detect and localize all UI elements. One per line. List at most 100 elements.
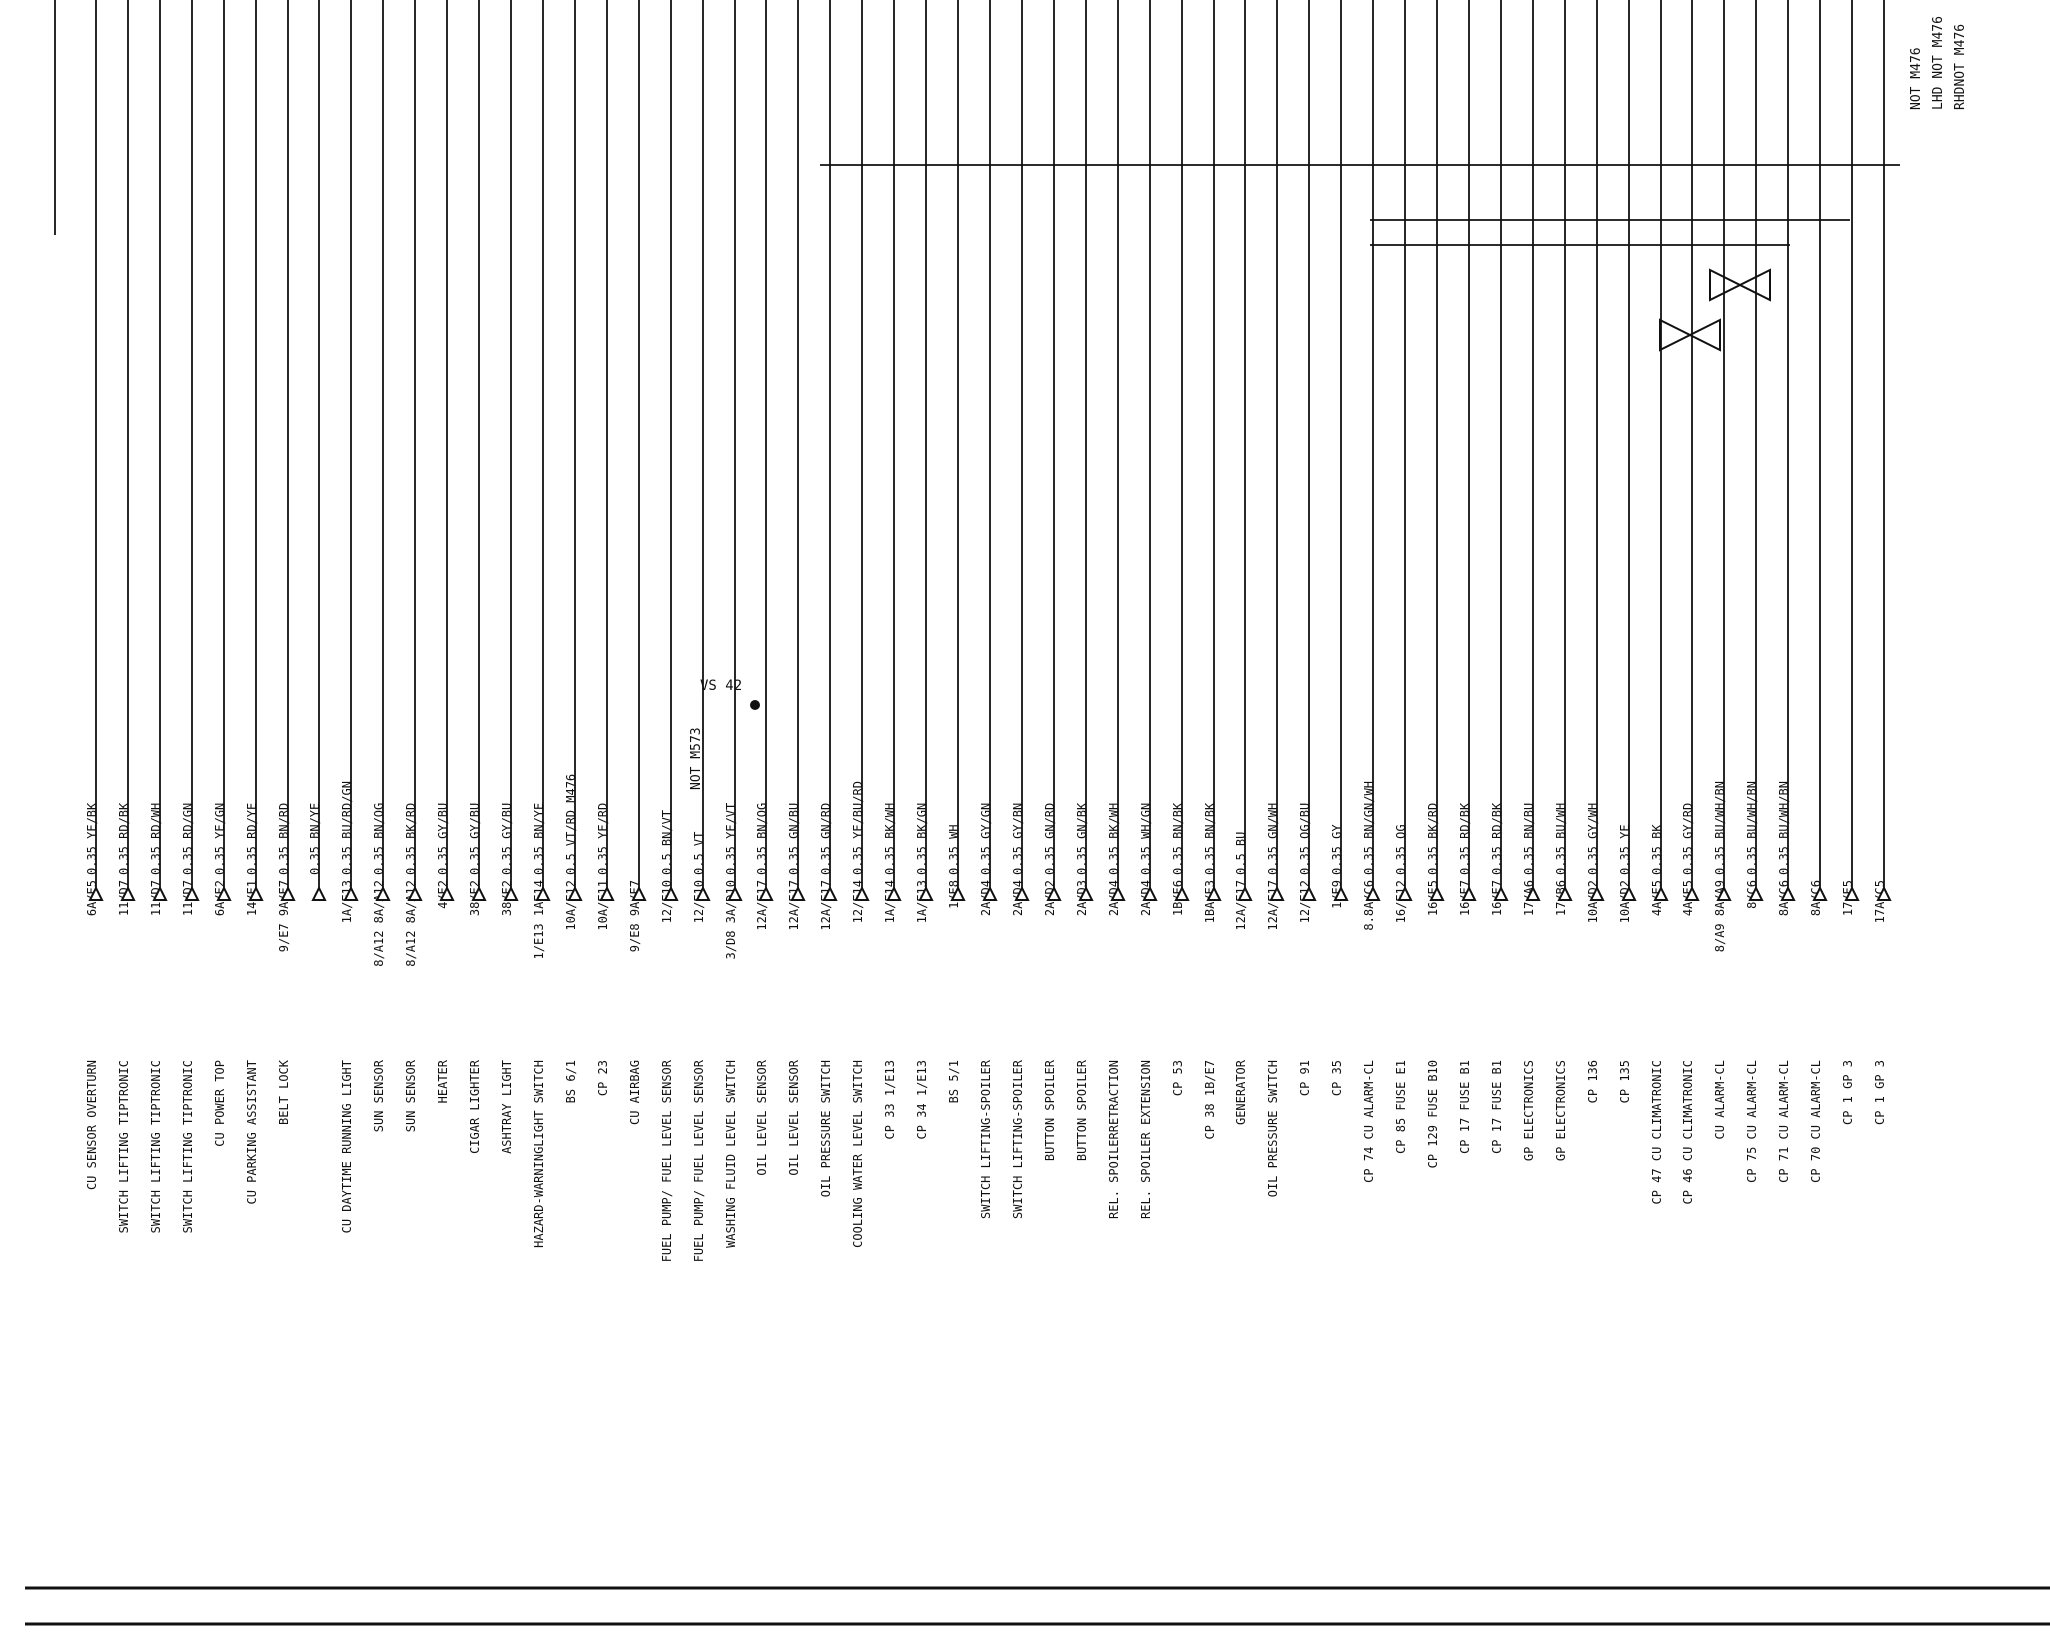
connector-name: OIL PRESSURE SWITCH <box>1266 1060 1280 1197</box>
wire-label: 0.35 GN/RD <box>819 803 833 875</box>
connector-pin: 12/E10 <box>660 880 674 923</box>
connector-terminal <box>1206 885 1222 901</box>
connector-name: OIL LEVEL SENSOR <box>787 1059 801 1175</box>
note-not-m573: NOT M573 <box>689 727 704 790</box>
connector-name: CU POWER TOP <box>213 1060 227 1147</box>
connector-terminal <box>1365 885 1381 901</box>
connector-name: CIGAR LIGHTER <box>468 1059 482 1154</box>
connector-terminal <box>184 885 200 901</box>
connector-terminal <box>1397 885 1413 901</box>
connector-terminal <box>854 885 870 901</box>
connector-name: CU DAYTIME RUNNING LIGHT <box>340 1060 354 1233</box>
connector-name: CU ALARM-CL <box>1713 1060 1727 1139</box>
connector-name: CP 17 FUSE B1 <box>1458 1060 1472 1154</box>
connector-name: GENERATOR <box>1234 1059 1248 1125</box>
wire-label: 0.35 YE/VT <box>724 803 738 875</box>
wire-label: 0.35 BN/OG <box>755 803 769 875</box>
connector-terminal <box>120 885 136 901</box>
splice-mark-2 <box>1659 318 1721 352</box>
connector-name: HEATER <box>436 1059 450 1103</box>
connector-terminal <box>343 885 359 901</box>
connector-name: SUN SENSOR <box>404 1059 418 1132</box>
connector-name: REL. SPOILERRETRACTION <box>1107 1060 1121 1219</box>
connector-name: ASHTRAY LIGHT <box>500 1060 514 1154</box>
connector-name: SWITCH LIFTING-SPOILER <box>1011 1059 1025 1219</box>
connector-pin: 1A/E13 <box>915 880 929 923</box>
connector-terminal <box>1780 885 1796 901</box>
connector-name: GP ELECTRONICS <box>1522 1060 1536 1161</box>
connector-terminal <box>535 885 551 901</box>
connector-name: CP 74 CU ALARM-CL <box>1362 1060 1376 1183</box>
connector-terminal <box>599 885 615 901</box>
connector-name: CP 135 <box>1618 1060 1632 1103</box>
connector-name: SWITCH LIFTING TIPTRONIC <box>149 1060 163 1233</box>
wire-label: 0.35 WH <box>947 824 961 875</box>
connector-name: CP 53 <box>1171 1060 1185 1096</box>
connector-terminal <box>1429 885 1445 901</box>
connector-name: CP 35 <box>1330 1060 1344 1096</box>
connector-terminal <box>982 885 998 901</box>
connector-pin: 8/A12 8A/A12 <box>404 880 418 967</box>
connector-terminal <box>695 885 711 901</box>
connector-name: BUTTON SPOILER <box>1075 1059 1089 1161</box>
connector-name: HAZARD-WARNINGLIGHT SWITCH <box>532 1060 546 1248</box>
connector-terminal <box>950 885 966 901</box>
connector-terminal <box>790 885 806 901</box>
connector-terminal <box>1812 885 1828 901</box>
connector-terminal <box>88 885 104 901</box>
connector-terminal <box>886 885 902 901</box>
connector-terminal <box>727 885 743 901</box>
connector-name: CP 33 1/E13 <box>883 1060 897 1139</box>
connector-name: SUN SENSOR <box>372 1059 386 1132</box>
connector-name: CP 34 1/E13 <box>915 1060 929 1139</box>
vs42-label: VS 42 <box>700 678 742 694</box>
note-not-m476: NOT M476 <box>1909 47 1924 110</box>
splice-mark-1 <box>1709 268 1771 302</box>
connector-terminal <box>1333 885 1349 901</box>
connector-name: BUTTON SPOILER <box>1043 1059 1057 1161</box>
connector-name: GP ELECTRONICS <box>1554 1060 1568 1161</box>
connector-terminal <box>1684 885 1700 901</box>
connector-name: BS 6/1 <box>564 1060 578 1103</box>
connector-terminal <box>631 885 647 901</box>
connector-terminal <box>280 885 296 901</box>
connector-terminal <box>1461 885 1477 901</box>
connector-terminal <box>1876 885 1892 901</box>
connector-terminal <box>1237 885 1253 901</box>
connector-name: REL. SPOILER EXTENSION <box>1139 1060 1153 1219</box>
note-rhd-not-m476: RHDNOT M476 <box>1953 24 1968 110</box>
connector-name: CP 17 FUSE B1 <box>1490 1060 1504 1154</box>
connector-name: CP 70 CU ALARM-CL <box>1809 1060 1823 1183</box>
connector-pin: 8/A12 8A/A12 <box>372 880 386 967</box>
wire-label: 0.35 YE/BU/RD <box>851 781 865 875</box>
connector-name: CP 136 <box>1586 1060 1600 1103</box>
connector-name: WASHING FLUID LEVEL SWITCH <box>724 1060 738 1248</box>
wire-label: 0.35 GY/BN <box>1011 803 1025 875</box>
connector-terminal <box>1589 885 1605 901</box>
connector-name: SWITCH LIFTING TIPTRONIC <box>181 1060 195 1233</box>
connector-terminal <box>822 885 838 901</box>
connector-terminal <box>1748 885 1764 901</box>
connector-terminal <box>1014 885 1030 901</box>
connector-terminal <box>1046 885 1062 901</box>
connector-name: CP 38 1B/E7 <box>1203 1060 1217 1139</box>
connector-name: CP 129 FUSE B10 <box>1426 1060 1440 1168</box>
connector-pin: 12/E10 <box>692 880 706 923</box>
connector-name: CP 46 CU CLIMATRONIC <box>1681 1060 1695 1205</box>
connector-terminal <box>503 885 519 901</box>
connector-terminal <box>567 885 583 901</box>
connector-name: OIL PRESSURE SWITCH <box>819 1060 833 1197</box>
connector-name: OIL LEVEL SENSOR <box>755 1059 769 1175</box>
connector-terminal <box>439 885 455 901</box>
vs42-junction-dot <box>750 700 760 710</box>
connector-terminal <box>1653 885 1669 901</box>
connector-name: CP 23 <box>596 1060 610 1096</box>
connector-name: CP 1 GP 3 <box>1873 1060 1887 1125</box>
connector-terminal <box>663 885 679 901</box>
connector-name: CP 75 CU ALARM-CL <box>1745 1060 1759 1183</box>
connector-terminal <box>1174 885 1190 901</box>
connector-terminal <box>1142 885 1158 901</box>
connector-name: CU SENSOR OVERTURN <box>85 1060 99 1190</box>
